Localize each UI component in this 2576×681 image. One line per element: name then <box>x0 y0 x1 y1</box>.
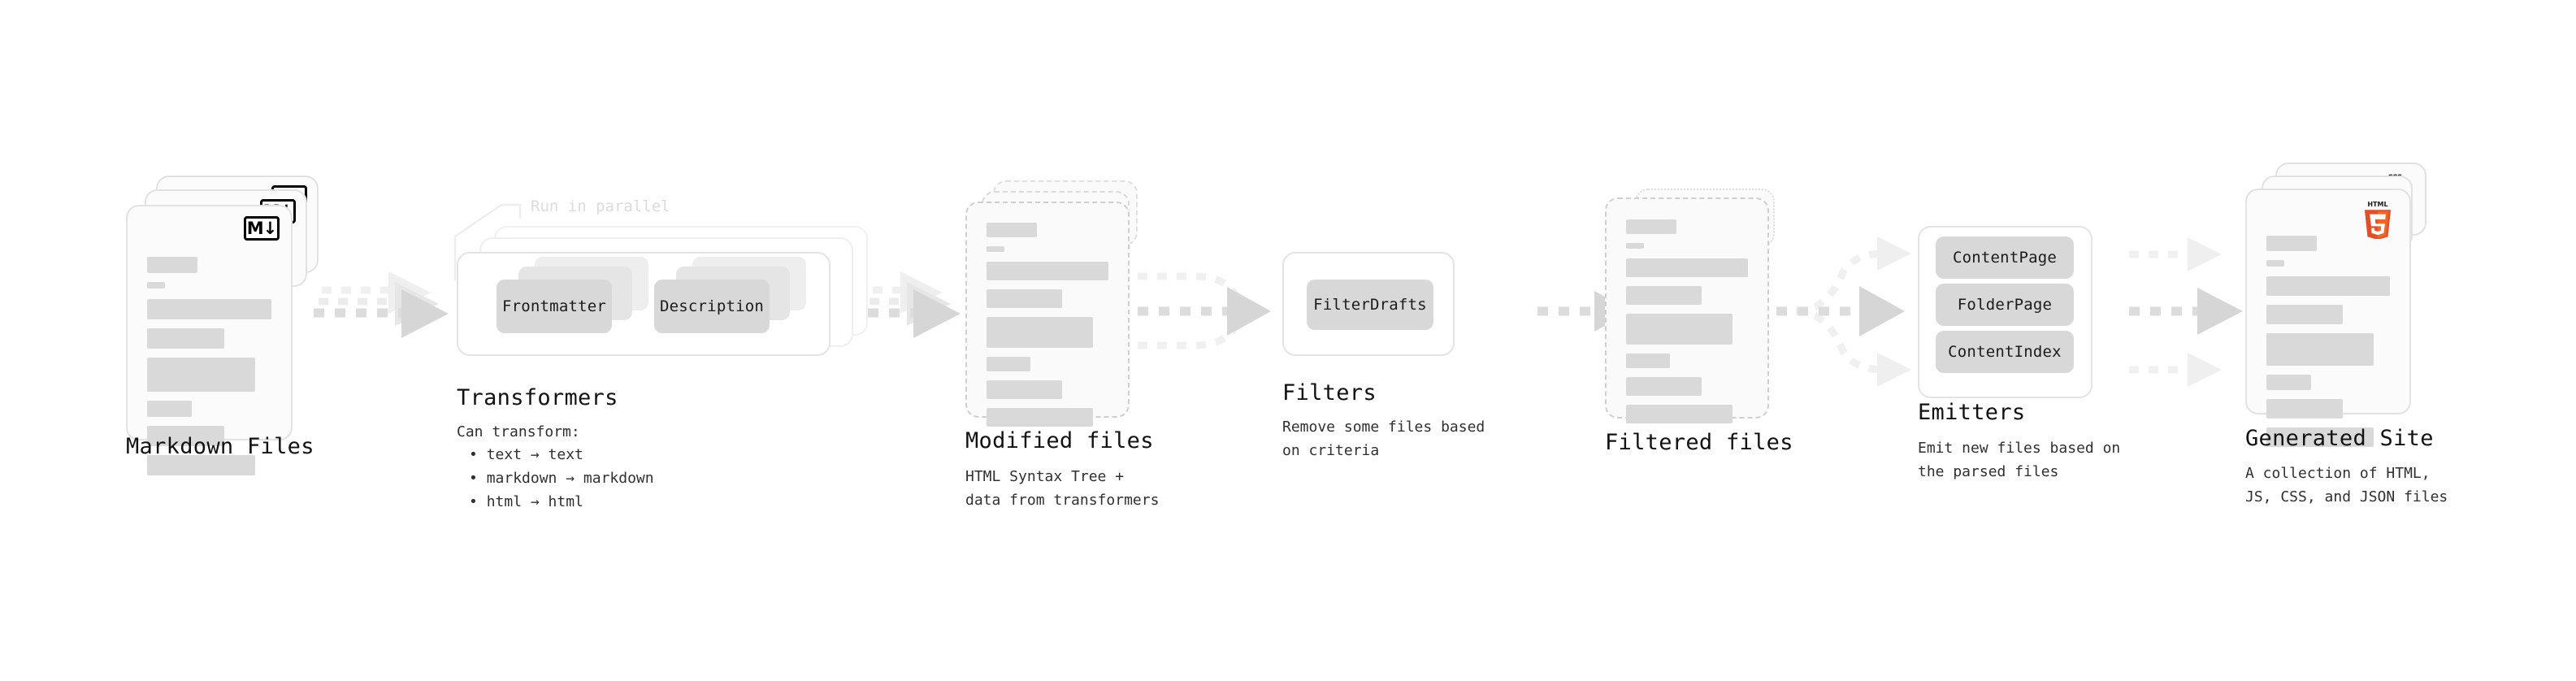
doc-line <box>147 358 256 392</box>
filters-subtitle: Remove some files based on criteria <box>1282 419 1485 460</box>
modified-card-front[interactable] <box>965 202 1130 427</box>
run-in-parallel-note: Run in parallel <box>531 197 670 215</box>
modified-files-subtitle: HTML Syntax Tree + data from transformer… <box>965 468 1160 510</box>
stage-title-transformers: Transformers <box>457 385 618 410</box>
doc-line <box>2266 276 2390 296</box>
doc-line <box>987 223 1037 237</box>
arrow-markdown-to-transformers <box>314 271 449 338</box>
bullet-dot: • <box>469 470 487 487</box>
doc-line <box>147 455 256 475</box>
emitter-chip-contentpage[interactable]: ContentPage <box>1936 236 2074 279</box>
doc-line <box>987 289 1062 308</box>
doc-line <box>147 401 193 417</box>
emitters-subtitle: Emit new files based on the parsed files <box>1918 440 2121 481</box>
doc-line <box>987 357 1030 371</box>
doc-line <box>1626 286 1702 305</box>
doc-line <box>987 246 1004 252</box>
doc-line <box>147 282 165 288</box>
emitter-chip-contentindex[interactable]: ContentIndex <box>1936 331 2074 373</box>
transformer-chip-description[interactable]: Description <box>654 280 770 333</box>
stage-title-modified-files: Modified files <box>965 428 1154 453</box>
doc-line <box>1626 243 1644 249</box>
doc-line <box>2266 427 2374 447</box>
html5-badge: HTML <box>2364 201 2392 239</box>
doc-line <box>1626 219 1676 234</box>
doc-line <box>987 380 1062 399</box>
transformer-chip-frontmatter[interactable]: Frontmatter <box>497 280 612 333</box>
bullet-text: html → html <box>486 493 583 510</box>
stage-title-filters: Filters <box>1282 380 1377 406</box>
html5-badge-wordmark: HTML <box>2367 201 2387 208</box>
stage-title-emitters: Emitters <box>1918 400 2026 425</box>
markdown-card-front[interactable]: M↓ <box>126 205 293 475</box>
markdown-badge: M↓ <box>244 216 280 241</box>
doc-body <box>1626 219 1748 432</box>
transformers-subtitle: Can transform: <box>457 423 580 440</box>
doc-line <box>1626 405 1733 423</box>
doc-line <box>2266 236 2317 251</box>
doc-body <box>2266 236 2390 456</box>
doc-line <box>2266 260 2284 267</box>
doc-line <box>147 328 224 349</box>
transformers-bullet-2: • html → html <box>469 490 583 514</box>
stage-title-generated-site: Generated Site <box>2245 426 2434 451</box>
doc-line <box>1626 377 1702 396</box>
doc-line <box>987 317 1093 348</box>
emitter-chip-folderpage[interactable]: FolderPage <box>1936 284 2074 326</box>
doc-line <box>2266 333 2374 366</box>
doc-body <box>987 223 1108 436</box>
doc-line <box>987 408 1093 427</box>
doc-body <box>147 257 271 484</box>
doc-line <box>2266 305 2344 324</box>
doc-line <box>147 257 197 273</box>
generated-site-subtitle: A collection of HTML, JS, CSS, and JSON … <box>2245 465 2448 506</box>
bullet-text: markdown → markdown <box>486 470 654 487</box>
bullet-text: text → text <box>486 446 583 463</box>
stage-title-filtered-files: Filtered files <box>1605 430 1793 455</box>
arrow-filtered-to-emitters <box>1776 236 1911 387</box>
doc-line <box>1626 354 1670 368</box>
doc-line <box>1626 314 1733 345</box>
filtered-card-front[interactable] <box>1605 197 1769 423</box>
doc-line <box>987 262 1108 280</box>
generated-card-html[interactable]: HTML <box>2245 189 2411 447</box>
stage-title-markdown-files: Markdown Files <box>126 434 314 459</box>
transformers-bullet-0: • text → text <box>469 443 583 466</box>
doc-line <box>2266 375 2311 390</box>
transformers-bullet-1: • markdown → markdown <box>469 466 654 490</box>
filter-chip-filterdrafts[interactable]: FilterDrafts <box>1307 280 1433 330</box>
doc-line <box>1626 258 1748 277</box>
doc-line <box>2266 399 2344 419</box>
doc-line <box>147 299 271 319</box>
bullet-dot: • <box>469 493 487 510</box>
arrow-modified-to-filters <box>1138 272 1271 349</box>
arrow-emitters-to-site <box>2129 237 2243 387</box>
bullet-dot: • <box>469 446 487 463</box>
doc-line <box>147 426 224 446</box>
